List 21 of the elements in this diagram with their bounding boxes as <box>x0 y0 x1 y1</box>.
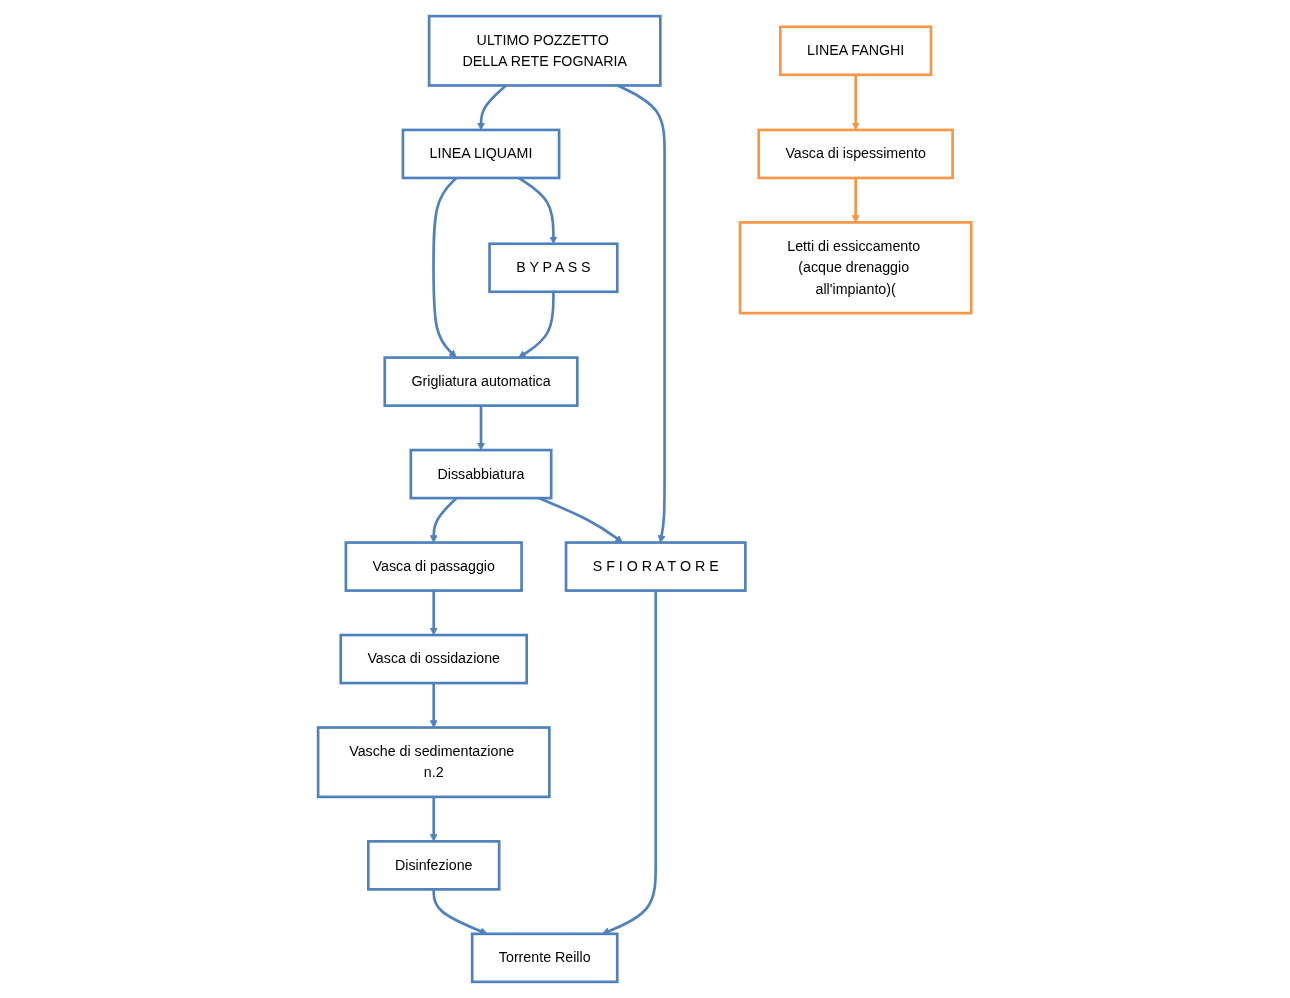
node-box: Vasca di ispessimento <box>757 128 955 180</box>
node-box: LINEA LIQUAMI <box>401 128 561 180</box>
arrow <box>518 291 556 358</box>
arrow <box>852 178 860 223</box>
node-box: Dissabbiatura <box>409 448 553 500</box>
node-box: Vasca di ossidazione <box>339 633 529 685</box>
arrow <box>430 683 438 728</box>
node-box: B Y P A S S <box>488 242 619 294</box>
node-box: Letti di essiccamento (acque drenaggio all'impianto)( <box>739 221 973 315</box>
node-box: Grigliatura automatica <box>383 356 579 407</box>
node-box: Vasche di sedimentazione n.2 <box>317 726 551 799</box>
node-box: Disinfezione <box>367 840 501 891</box>
arrow <box>430 796 438 842</box>
arrow <box>477 405 486 451</box>
arrow <box>432 177 458 358</box>
node-box: S F I O R A T O R E <box>565 541 748 592</box>
arrow <box>430 590 438 636</box>
node-box: Torrente Reillo <box>471 932 619 984</box>
node-box: ULTIMO POZZETTO DELLA RETE FOGNARIA <box>428 14 662 87</box>
node-box: LINEA FANGHI <box>779 25 933 77</box>
node-box: Vasca di passaggio <box>344 541 524 592</box>
